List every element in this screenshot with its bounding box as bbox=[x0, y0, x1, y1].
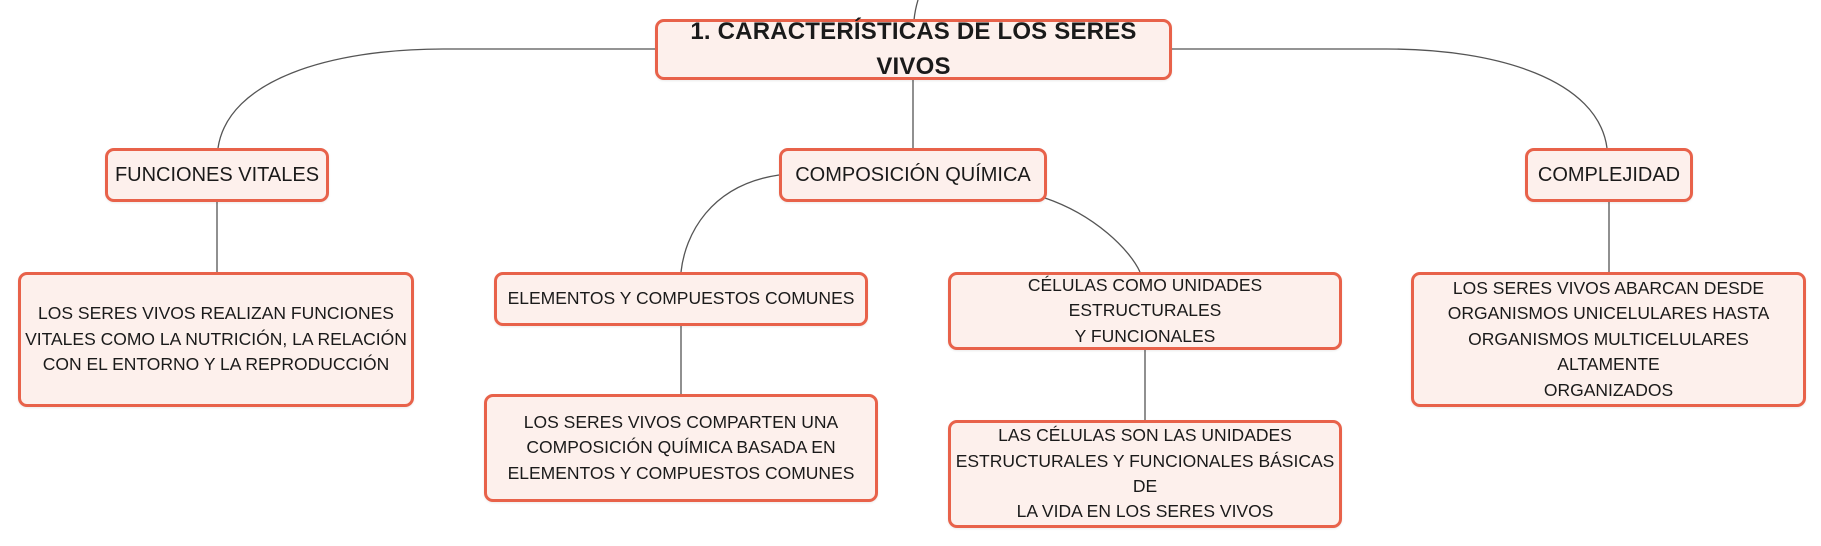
composicion-quimica-label: COMPOSICIÓN QUÍMICA bbox=[795, 163, 1031, 186]
connector-composicion-celulas bbox=[1044, 197, 1141, 273]
root-node[interactable]: 1. CARACTERÍSTICAS DE LOS SERES VIVOS bbox=[655, 18, 1172, 80]
connector-root-funciones bbox=[217, 48, 655, 149]
celulas-unidades-label: CÉLULAS COMO UNIDADES ESTRUCTURALES Y FU… bbox=[1027, 274, 1263, 346]
elementos-compuestos-detail: LOS SERES VIVOS COMPARTEN UNA COMPOSICIÓ… bbox=[507, 411, 855, 483]
celulas-detail-node[interactable]: LAS CÉLULAS SON LAS UNIDADES ESTRUCTURAL… bbox=[948, 420, 1342, 528]
celulas-unidades-node[interactable]: CÉLULAS COMO UNIDADES ESTRUCTURALES Y FU… bbox=[948, 272, 1342, 350]
connector-root-complejidad bbox=[1172, 48, 1608, 149]
complejidad-node[interactable]: COMPLEJIDAD bbox=[1525, 148, 1693, 202]
connector-composicion-elementos bbox=[680, 174, 780, 273]
funciones-vitales-node[interactable]: FUNCIONES VITALES bbox=[105, 148, 329, 202]
celulas-detail: LAS CÉLULAS SON LAS UNIDADES ESTRUCTURAL… bbox=[955, 425, 1335, 522]
elementos-compuestos-node[interactable]: ELEMENTOS Y COMPUESTOS COMUNES bbox=[494, 272, 868, 326]
elementos-compuestos-detail-node[interactable]: LOS SERES VIVOS COMPARTEN UNA COMPOSICIÓ… bbox=[484, 394, 878, 502]
composicion-quimica-node[interactable]: COMPOSICIÓN QUÍMICA bbox=[779, 148, 1047, 202]
root-node-label: 1. CARACTERÍSTICAS DE LOS SERES VIVOS bbox=[690, 17, 1137, 80]
funciones-vitales-detail: LOS SERES VIVOS REALIZAN FUNCIONES VITAL… bbox=[25, 303, 407, 375]
elementos-compuestos-label: ELEMENTOS Y COMPUESTOS COMUNES bbox=[507, 288, 855, 309]
funciones-vitales-detail-node[interactable]: LOS SERES VIVOS REALIZAN FUNCIONES VITAL… bbox=[18, 272, 414, 407]
funciones-vitales-label: FUNCIONES VITALES bbox=[114, 163, 320, 186]
complejidad-detail-node[interactable]: LOS SERES VIVOS ABARCAN DESDE ORGANISMOS… bbox=[1411, 272, 1806, 407]
complejidad-detail: LOS SERES VIVOS ABARCAN DESDE ORGANISMOS… bbox=[1447, 278, 1770, 400]
complejidad-label: COMPLEJIDAD bbox=[1537, 163, 1681, 186]
